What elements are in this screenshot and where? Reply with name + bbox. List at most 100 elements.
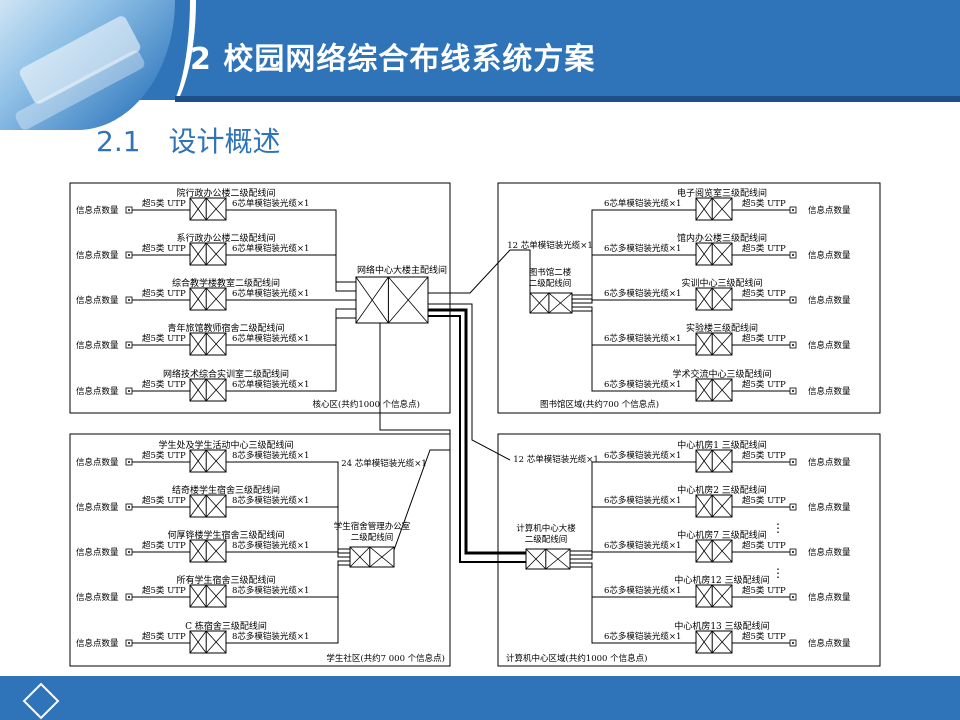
main-room-label: 网络中心大楼主配线间 [357, 264, 447, 276]
fiber-label: 6芯多模铠装光缆×1 [604, 288, 681, 299]
patch-cross [711, 584, 733, 608]
uplink-label: 24 芯单模铠装光缆×1 [341, 458, 427, 469]
patch-cross [189, 242, 207, 266]
patch-cross [189, 332, 207, 356]
closet-room-label: 综合教学楼教室二级配线间 [172, 277, 280, 289]
uplink-label: 12 芯单模铠装光缆×1 [507, 240, 593, 251]
patch-cross [711, 539, 733, 563]
info-points-label: 信息点数量 [808, 502, 851, 513]
fiber-label: 8芯多模铠装光缆×1 [232, 540, 309, 551]
patch-cross [205, 332, 227, 356]
patch-cross [695, 287, 713, 311]
patch-cross [205, 378, 227, 402]
utp-label: 超5类 UTP [142, 333, 186, 344]
info-outlet-dot [128, 551, 130, 553]
patch-cross [189, 197, 207, 221]
info-points-label: 信息点数量 [76, 457, 119, 468]
info-points-label: 信息点数量 [76, 547, 119, 558]
closet-room-label: 学术交流中心三级配线间 [672, 368, 771, 380]
info-points-label: 信息点数量 [76, 592, 119, 603]
utp-label: 超5类 UTP [742, 198, 786, 209]
closet-room-label: C 栋宿舍三级配线间 [185, 620, 267, 632]
patch-cross [369, 546, 395, 568]
utp-label: 超5类 UTP [142, 450, 186, 461]
closet-room-label: 院行政办公楼二级配线间 [176, 187, 275, 199]
info-outlet-dot [128, 390, 130, 392]
closet-room-label: 青年旅馆教师宿舍二级配线间 [167, 322, 284, 334]
closet-room-label: 系行政办公楼二级配线间 [176, 232, 275, 244]
info-outlet-dot [792, 506, 794, 508]
center-room-label: 二级配线间 [529, 278, 572, 289]
utp-label: 超5类 UTP [142, 585, 186, 596]
closet-patch-panel [189, 449, 227, 473]
patch-cross [695, 378, 713, 402]
fiber-label: 8芯多模铠装光缆×1 [232, 450, 309, 461]
patch-cross [695, 630, 713, 654]
utp-label: 超5类 UTP [142, 288, 186, 299]
patch-cross [205, 242, 227, 266]
patch-cross [711, 630, 733, 654]
keyboard-photo-icon [0, 0, 175, 130]
center-room-label: 学生宿舍管理办公室 [334, 521, 411, 532]
fiber-label: 6芯多模铠装光缆×1 [604, 631, 681, 642]
patch-cross [205, 584, 227, 608]
utp-label: 超5类 UTP [742, 288, 786, 299]
info-outlet-dot [792, 551, 794, 553]
closet-room-label: 中心机房12 三级配线间 [674, 574, 769, 586]
fiber-label: 6芯单模铠装光缆×1 [232, 333, 309, 344]
patch-cross [711, 197, 733, 221]
fiber-cable [330, 254, 356, 292]
info-outlet-dot [792, 596, 794, 598]
uplink-fiber-thick [428, 308, 526, 555]
fiber-label: 8芯多模铠装光缆×1 [232, 631, 309, 642]
closet-patch-panel [695, 539, 733, 563]
region-footer-label: 学生社区(共约7 000 个信息点) [326, 653, 445, 664]
fiber-cable [330, 317, 356, 392]
fiber-cable [330, 461, 350, 550]
closet-patch-panel [189, 539, 227, 563]
utp-label: 超5类 UTP [742, 631, 786, 642]
patch-cross [548, 292, 573, 314]
info-outlet-dot [128, 642, 130, 644]
info-outlet-dot [128, 506, 130, 508]
info-points-label: 信息点数量 [808, 386, 851, 397]
closet-room-label: 中心机房13 三级配线间 [674, 620, 769, 632]
fiber-label: 6芯多模铠装光缆×1 [604, 379, 681, 390]
info-points-label: 信息点数量 [76, 386, 119, 397]
fiber-label: 6芯单模铠装光缆×1 [232, 198, 309, 209]
closet-patch-panel [695, 449, 733, 473]
fiber-label: 6芯单模铠装光缆×1 [232, 379, 309, 390]
info-points-label: 信息点数量 [76, 340, 119, 351]
patch-cross [189, 449, 207, 473]
utp-label: 超5类 UTP [142, 631, 186, 642]
patch-cross [189, 630, 207, 654]
closet-patch-panel [695, 197, 733, 221]
closet-room-label: 馆内办公楼三级配线间 [677, 232, 767, 244]
info-outlet-dot [128, 461, 130, 463]
region-footer-label: 图书馆区域(共约700 个信息点) [540, 399, 659, 410]
info-points-label: 信息点数量 [808, 592, 851, 603]
info-points-label: 信息点数量 [76, 250, 119, 261]
closet-room-label: 实训中心三级配线间 [681, 277, 762, 289]
closet-patch-panel [695, 242, 733, 266]
fiber-cable [572, 299, 600, 304]
info-points-label: 信息点数量 [808, 457, 851, 468]
closet-room-label: 学生处及学生活动中心三级配线间 [158, 439, 293, 451]
info-outlet-dot [792, 344, 794, 346]
center-room-label: 二级配线间 [525, 534, 568, 545]
footer-bar [0, 676, 960, 720]
info-points-label: 信息点数量 [808, 638, 851, 649]
patch-cross [525, 548, 547, 570]
header-band [175, 96, 960, 102]
intermediate-patch-panel [525, 548, 571, 570]
patch-cross [711, 332, 733, 356]
utp-label: 超5类 UTP [742, 585, 786, 596]
patch-cross [711, 287, 733, 311]
utp-label: 超5类 UTP [142, 495, 186, 506]
fiber-cable [572, 310, 600, 392]
closet-patch-panel [189, 494, 227, 518]
closet-room-label: 中心机房2 三级配线间 [677, 484, 767, 496]
info-points-label: 信息点数量 [808, 340, 851, 351]
closet-patch-panel [695, 494, 733, 518]
